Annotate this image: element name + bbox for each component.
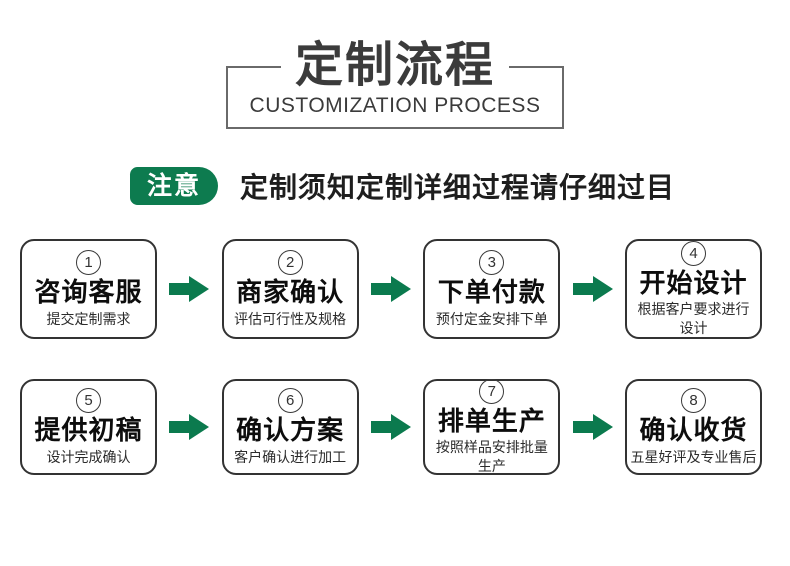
step-box-4: 4 开始设计 根据客户要求进行 设计 [625, 239, 763, 339]
step-subtitle: 根据客户要求进行 设计 [637, 301, 750, 336]
arrow-right-icon [572, 414, 613, 440]
notice-text: 定制须知定制详细过程请仔细过目 [240, 172, 676, 203]
step-number-badge: 5 [76, 388, 101, 414]
arrow-cell [157, 414, 222, 440]
arrow-right-icon [572, 276, 613, 302]
page-subtitle: CUSTOMIZATION PROCESS [249, 94, 541, 117]
arrow-right-icon [371, 276, 411, 302]
step-number-badge: 4 [681, 241, 707, 267]
step-subtitle: 按照样品安排批量 生产 [435, 439, 548, 474]
step-title: 确认方案 [236, 415, 345, 446]
step-box-1: 1 咨询客服 提交定制需求 [20, 239, 157, 339]
step-number-badge: 7 [479, 379, 505, 405]
step-number-badge: 8 [681, 388, 707, 414]
step-box-8: 8 确认收货 五星好评及专业售后 [625, 379, 763, 475]
step-title: 开始设计 [639, 268, 748, 299]
step-subtitle: 设计完成确认 [46, 448, 131, 465]
arrow-cell [157, 276, 222, 302]
notice-badge: 注意 [130, 167, 219, 205]
step-subtitle: 评估可行性及规格 [234, 310, 347, 327]
step-box-7: 7 排单生产 按照样品安排批量 生产 [423, 379, 561, 475]
step-subtitle: 五星好评及专业售后 [630, 448, 757, 465]
step-row-1: 1 咨询客服 提交定制需求 2 商家确认 评估可行性及规格 3 下单付款 预付定… [20, 239, 763, 339]
arrow-cell [560, 276, 625, 302]
step-subtitle: 提交定制需求 [46, 310, 131, 327]
step-number-badge: 3 [479, 250, 505, 276]
step-number-badge: 2 [277, 250, 303, 276]
step-box-3: 3 下单付款 预付定金安排下单 [423, 239, 561, 339]
arrow-right-icon [169, 414, 210, 440]
notice-row: 注意 定制须知定制详细过程请仔细过目 [130, 166, 790, 206]
arrow-right-icon [371, 414, 411, 440]
step-title: 咨询客服 [34, 277, 143, 308]
step-number-badge: 6 [277, 388, 303, 414]
step-title: 提供初稿 [34, 415, 143, 446]
step-title: 确认收货 [639, 415, 748, 446]
step-box-6: 6 确认方案 客户确认进行加工 [221, 379, 359, 475]
page-title: 定制流程 [280, 37, 509, 95]
step-box-2: 2 商家确认 评估可行性及规格 [221, 239, 359, 339]
step-title: 下单付款 [437, 277, 546, 308]
step-subtitle: 客户确认进行加工 [234, 448, 347, 465]
arrow-cell [359, 414, 424, 440]
process-flow: 1 咨询客服 提交定制需求 2 商家确认 评估可行性及规格 3 下单付款 预付定… [20, 239, 763, 475]
arrow-right-icon [169, 276, 210, 302]
header-title-box: 定制流程 CUSTOMIZATION PROCESS [226, 37, 564, 129]
arrow-cell [359, 276, 424, 302]
step-box-5: 5 提供初稿 设计完成确认 [20, 379, 157, 475]
step-title: 商家确认 [236, 277, 345, 308]
step-subtitle: 预付定金安排下单 [435, 310, 548, 327]
step-row-2: 5 提供初稿 设计完成确认 6 确认方案 客户确认进行加工 7 排单生产 按照样… [20, 379, 763, 475]
arrow-cell [560, 414, 625, 440]
step-title: 排单生产 [437, 406, 546, 437]
step-number-badge: 1 [76, 250, 101, 276]
